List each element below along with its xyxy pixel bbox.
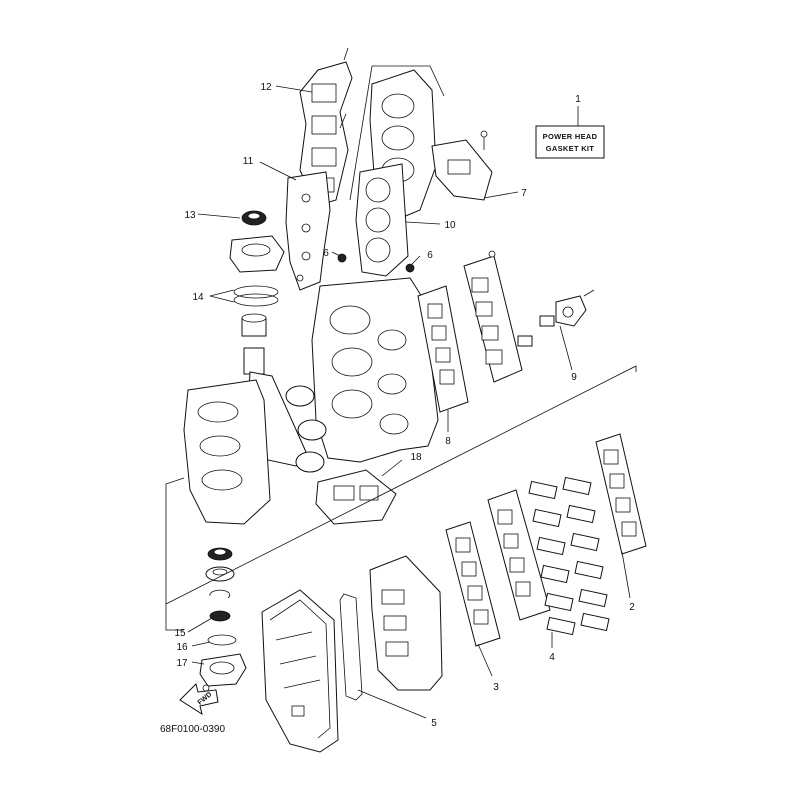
gasket-kit-label-box[interactable]: POWER HEAD GASKET KIT xyxy=(535,125,605,159)
part-3-gasket[interactable] xyxy=(445,521,501,647)
crankcase-block[interactable] xyxy=(311,277,439,463)
kit-label-line-2: GASKET KIT xyxy=(546,144,595,153)
callout-16: 16 xyxy=(176,642,188,653)
part-5-intake-silencer[interactable] xyxy=(261,589,339,753)
intake-manifold[interactable] xyxy=(369,555,443,691)
leader-6a xyxy=(331,251,341,257)
part-6-dowel-left[interactable] xyxy=(337,253,347,263)
part-15-oil-seal[interactable] xyxy=(209,610,231,622)
callout-13: 13 xyxy=(184,210,196,221)
bearing-housing-upper[interactable] xyxy=(229,235,285,273)
callout-17: 17 xyxy=(176,658,188,669)
callout-6-left: 6 xyxy=(323,248,329,259)
part-16-o-ring[interactable] xyxy=(207,634,237,646)
callout-14: 14 xyxy=(192,292,204,303)
reed-valve-plate[interactable] xyxy=(487,489,551,621)
part-18-gasket[interactable] xyxy=(315,469,397,525)
part-5-gasket-ring[interactable] xyxy=(339,593,363,701)
part-13-oil-seal[interactable] xyxy=(241,210,267,226)
leader-14a xyxy=(209,289,235,297)
part-8-gasket[interactable] xyxy=(417,285,469,413)
lower-oil-seal[interactable] xyxy=(207,547,233,561)
callout-2: 2 xyxy=(629,602,635,613)
assembly-diagonal xyxy=(165,365,637,605)
leader-10 xyxy=(405,221,441,225)
leader-15 xyxy=(187,617,213,633)
fwd-arrow-icon: FWD xyxy=(179,683,219,716)
leader-2 xyxy=(621,551,631,599)
crankcase-left-half[interactable] xyxy=(183,379,271,525)
leader-7 xyxy=(483,191,519,199)
leader-18 xyxy=(381,459,403,477)
leader-14b xyxy=(209,295,235,303)
part-9-thermostat[interactable] xyxy=(517,289,595,347)
callout-8: 8 xyxy=(445,436,451,447)
leader-3 xyxy=(477,643,493,677)
kit-label-line-1: POWER HEAD xyxy=(543,132,598,141)
leader-12 xyxy=(275,85,313,93)
diagram-code: 68F0100-0390 xyxy=(160,724,225,735)
callout-18: 18 xyxy=(410,452,422,463)
callout-5: 5 xyxy=(431,718,437,729)
part-11-gasket[interactable] xyxy=(285,171,331,291)
leader-5 xyxy=(357,689,427,719)
callout-12: 12 xyxy=(260,82,272,93)
callout-10: 10 xyxy=(444,220,456,231)
part-14-o-rings[interactable] xyxy=(233,285,279,307)
bushing[interactable] xyxy=(241,313,267,337)
leader-11 xyxy=(259,161,297,181)
callout-15: 15 xyxy=(174,628,186,639)
callout-7: 7 xyxy=(521,188,527,199)
leader-16 xyxy=(191,641,211,647)
part-17-housing[interactable] xyxy=(199,653,247,692)
circlip[interactable] xyxy=(209,589,231,599)
leader-9 xyxy=(559,325,573,371)
lower-bearing[interactable] xyxy=(205,566,235,582)
assembly-bracket-lines xyxy=(165,477,185,631)
part-6-dowel-right[interactable] xyxy=(405,263,415,273)
part-4-reed-blocks[interactable] xyxy=(528,476,610,636)
leader-6b xyxy=(411,255,421,265)
part-7-cover-gasket[interactable] xyxy=(431,130,493,201)
leader-17 xyxy=(191,661,205,665)
leader-13 xyxy=(197,213,241,219)
exhaust-cover-right[interactable] xyxy=(463,250,523,383)
callout-9: 9 xyxy=(571,372,577,383)
callout-11: 11 xyxy=(243,156,254,167)
callout-6-right: 6 xyxy=(427,250,433,261)
part-10-head-gasket[interactable] xyxy=(355,163,409,277)
callout-1: 1 xyxy=(575,94,581,105)
callout-4: 4 xyxy=(549,652,555,663)
part-2-gasket[interactable] xyxy=(595,433,647,555)
callout-3: 3 xyxy=(493,682,499,693)
